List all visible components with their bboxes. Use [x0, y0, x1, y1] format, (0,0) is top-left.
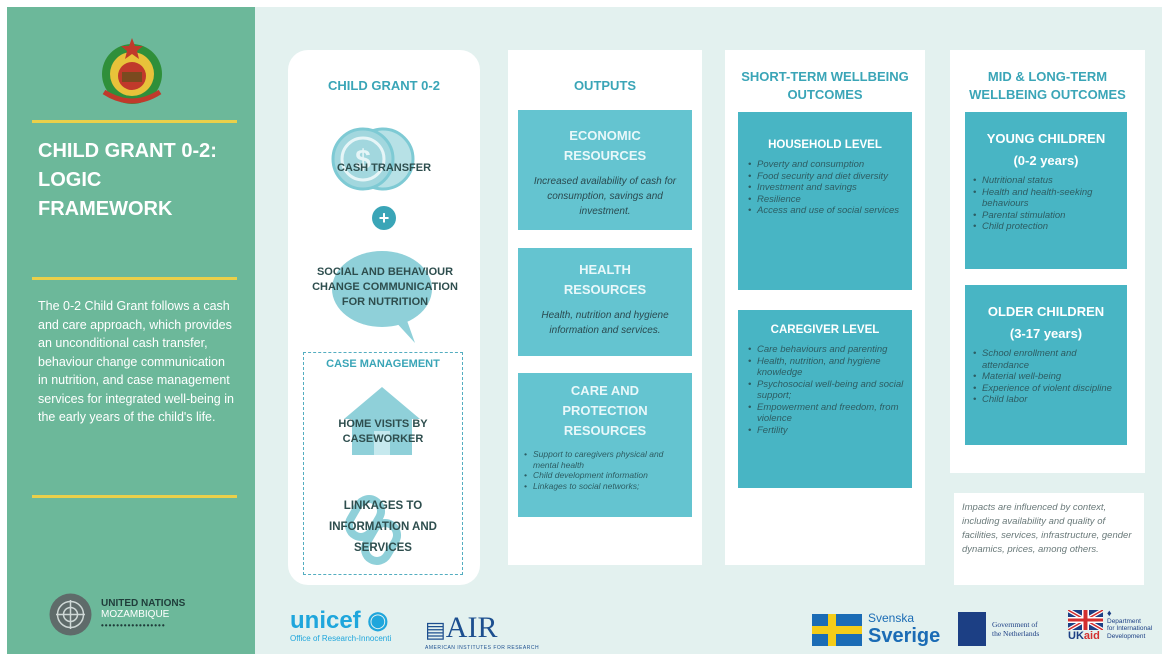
young-children-list: Nutritional status Health and health-see…	[973, 175, 1121, 233]
output-economic-title: ECONOMIC RESOURCES	[563, 128, 647, 163]
context-note: Impacts are influenced by context, inclu…	[954, 493, 1144, 585]
household-level-title: HOUSEHOLD LEVEL	[768, 139, 882, 151]
list-item: Care behaviours and parenting	[748, 344, 904, 356]
list-item: Health and health-seeking behaviours	[973, 187, 1121, 210]
cash-transfer-label: CASH TRANSFER	[336, 162, 432, 174]
netherlands-line1: Government of	[992, 620, 1038, 629]
older-children-box: OLDER CHILDREN (3-17 years) School enrol…	[965, 285, 1127, 445]
un-logo: UNITED NATIONS MOZAMBIQUE ••••••••••••••…	[48, 592, 185, 637]
netherlands-logo: Government of the Netherlands	[958, 612, 1039, 646]
young-children-title: YOUNG CHILDREN	[986, 131, 1106, 146]
list-item: Child development information	[524, 470, 686, 481]
sidebar	[7, 7, 255, 654]
older-children-list: School enrollment and attendance Materia…	[973, 348, 1121, 406]
output-care-list: Support to caregivers physical and menta…	[524, 449, 686, 491]
divider	[32, 495, 237, 498]
unicef-wordmark: unicef	[290, 607, 361, 634]
air-building-icon: ▤	[425, 617, 446, 642]
household-level-list: Poverty and consumption Food security an…	[748, 159, 904, 217]
output-health-text: Health, nutrition and hygiene informatio…	[541, 310, 669, 336]
mozambique-emblem-icon	[102, 38, 162, 104]
sverige-label: Sverige	[868, 625, 941, 647]
list-item: Nutritional status	[973, 175, 1121, 187]
young-children-age: (0-2 years)	[1013, 153, 1079, 168]
caregiver-level-title: CAREGIVER LEVEL	[770, 324, 880, 336]
svenska-label: Svenska	[868, 611, 915, 625]
linkages-label: LINKAGES TO INFORMATION AND SERVICES	[329, 500, 437, 554]
uk-flag-icon	[1068, 610, 1103, 630]
output-care-box: CARE AND PROTECTION RESOURCES Support to…	[518, 373, 692, 517]
list-item: Empowerment and freedom, from violence	[748, 402, 904, 425]
home-visits-label: HOME VISITS BY CASEWORKER	[338, 418, 428, 445]
list-item: Fertility	[748, 425, 904, 437]
list-item: Resilience	[748, 194, 904, 206]
ukaid-uk: UK	[1068, 630, 1084, 642]
output-health-box: HEALTH RESOURCES Health, nutrition and h…	[518, 248, 692, 356]
un-country: MOZAMBIQUE	[101, 609, 170, 620]
case-management-box	[303, 352, 463, 575]
ukaid-logo: UKaid ♦ Department for International Dev…	[1068, 608, 1153, 642]
page-title: CHILD GRANT 0-2: LOGIC FRAMEWORK	[38, 140, 217, 220]
netherlands-line2: the Netherlands	[992, 629, 1040, 638]
case-management-title: CASE MANAGEMENT	[326, 358, 440, 370]
column-title-mid-long-term: MID & LONG-TERM WELLBEING OUTCOMES	[969, 69, 1126, 102]
speech-bubble-icon	[332, 251, 432, 343]
household-level-box: HOUSEHOLD LEVEL Poverty and consumption …	[738, 112, 912, 290]
sweden-logo: Svenska Sverige	[812, 612, 940, 647]
unicef-logo: unicef ◉ Office of Research-Innocenti	[290, 607, 392, 644]
list-item: Psychosocial well-being and social suppo…	[748, 379, 904, 402]
column-title-child-grant: CHILD GRANT 0-2	[328, 78, 440, 93]
older-children-title: OLDER CHILDREN	[987, 304, 1105, 319]
dfid-line2: for International	[1107, 625, 1153, 632]
list-item: Investment and savings	[748, 182, 904, 194]
list-item: Experience of violent discipline	[973, 383, 1121, 395]
list-item: Parental stimulation	[973, 210, 1121, 222]
air-subtitle: AMERICAN INSTITUTES FOR RESEARCH	[425, 645, 540, 651]
list-item: Linkages to social networks;	[524, 481, 686, 492]
link-icon	[345, 495, 401, 565]
ukaid-aid: aid	[1083, 630, 1100, 642]
coins-icon: $	[331, 127, 415, 191]
netherlands-crest-icon	[958, 612, 986, 646]
dfid-line3: Development	[1107, 632, 1146, 640]
list-item: Access and use of social services	[748, 205, 904, 217]
list-item: Food security and diet diversity	[748, 171, 904, 183]
caregiver-level-box: CAREGIVER LEVEL Care behaviours and pare…	[738, 310, 912, 488]
unicef-globe-icon: ◉	[367, 607, 389, 634]
unicef-subtitle: Office of Research-Innocenti	[290, 634, 392, 643]
context-note-text: Impacts are influenced by context, inclu…	[962, 502, 1132, 555]
sweden-flag-icon	[812, 613, 862, 646]
divider	[32, 120, 237, 123]
older-children-age: (3-17 years)	[1009, 326, 1083, 341]
output-health-title: HEALTH RESOURCES	[563, 262, 647, 297]
list-item: Support to caregivers physical and menta…	[524, 449, 686, 470]
caregiver-level-list: Care behaviours and parenting Health, nu…	[748, 344, 904, 436]
air-logo: ▤AIR AMERICAN INSTITUTES FOR RESEARCH	[425, 611, 540, 652]
un-dots: •••••••••••••••••	[101, 621, 166, 630]
list-item: Health, nutrition, and hygiene knowledge	[748, 356, 904, 379]
dfid-crest-icon: ♦	[1107, 608, 1112, 618]
un-name: UNITED NATIONS	[101, 598, 186, 609]
plus-icon: +	[372, 206, 396, 230]
air-wordmark: AIR	[445, 611, 498, 644]
dfid-line1: Department	[1107, 617, 1141, 625]
young-children-box: YOUNG CHILDREN (0-2 years) Nutritional s…	[965, 112, 1127, 269]
un-globe-icon	[49, 593, 92, 636]
list-item: Poverty and consumption	[748, 159, 904, 171]
list-item: Child labor	[973, 394, 1121, 406]
column-title-short-term: SHORT-TERM WELLBEING OUTCOMES	[741, 69, 909, 102]
svg-text:$: $	[355, 144, 371, 175]
list-item: Material well-being	[973, 371, 1121, 383]
list-item: School enrollment and attendance	[973, 348, 1121, 371]
sbcc-label: SOCIAL AND BEHAVIOUR CHANGE COMMUNICATIO…	[312, 266, 458, 308]
output-economic-box: ECONOMIC RESOURCES Increased availabilit…	[518, 110, 692, 230]
output-economic-text: Increased availability of cash for consu…	[533, 176, 677, 217]
column-title-outputs: OUTPUTS	[573, 78, 637, 93]
sidebar-description: The 0-2 Child Grant follows a cash and c…	[38, 299, 234, 424]
house-icon	[344, 387, 420, 455]
list-item: Child protection	[973, 221, 1121, 233]
output-care-title: CARE AND PROTECTION RESOURCES	[562, 383, 648, 438]
divider	[32, 277, 237, 280]
